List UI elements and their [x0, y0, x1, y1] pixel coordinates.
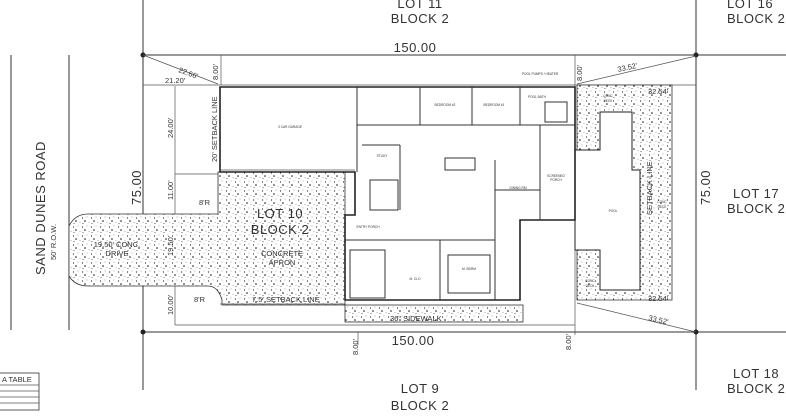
dim-apron-depth: 11.00': [166, 180, 175, 200]
room-dining: DINING RM: [510, 186, 527, 190]
dim-bottom-setback-right: 8.00': [564, 333, 573, 350]
sidewalk: [344, 304, 524, 323]
room-master-closet: M. CLO: [410, 277, 422, 281]
room-entry-porch: ENTRY PORCH: [356, 225, 380, 229]
road-row: 50' R.O.W.: [49, 224, 58, 260]
side-setback-label: 7.5' SETBACK LINE: [252, 295, 320, 304]
pool-label: POOL: [609, 209, 618, 213]
room-screened-porch: PORCH: [550, 178, 562, 182]
dim-radius-top: 8'R: [199, 198, 211, 207]
road-name: SAND DUNES ROAD: [33, 141, 48, 275]
room-garage: 3 CAR GARAGE: [278, 125, 302, 129]
dim-right-depth: 75.00: [698, 170, 713, 205]
dim-drive-width: 19.50': [166, 235, 175, 256]
house: [219, 86, 576, 301]
diagonal-se: [576, 302, 697, 333]
lot-11-block: BLOCK 2: [391, 11, 449, 26]
dim-bottom-length: 150.00: [392, 333, 435, 348]
dim-deck-se: 32.54': [648, 294, 669, 303]
area-table-title: A TABLE: [2, 375, 32, 384]
conc-deck-label: CONC: [603, 94, 613, 98]
dim-diag-se: 33.52': [648, 313, 670, 326]
area-table: A TABLE: [0, 372, 40, 411]
diagonal-ne: [576, 55, 697, 85]
dim-top-setback-right: 8.00': [575, 64, 584, 81]
room-screened-porch: SCREENED: [547, 174, 565, 178]
dim-radius-bottom: 8'R: [194, 295, 206, 304]
lot-10-block: BLOCK 2: [251, 222, 309, 237]
dim-bottom-setback-left: 8.00': [351, 338, 360, 355]
dim-deck-ne: 32.54': [648, 87, 669, 96]
drive-label: 19.50' CONC.: [94, 240, 140, 249]
rear-setback-label: SETBACK LINE: [645, 161, 654, 215]
dim-top-setback-left: 8.00': [211, 63, 220, 80]
room-pool-bath: POOL BATH: [528, 95, 547, 99]
dim-left-depth: 75.00: [129, 170, 144, 205]
lot-17-label: LOT 17: [733, 186, 779, 201]
corner-marker: [140, 329, 146, 335]
conc-deck-label: DECK: [604, 99, 614, 103]
diagonal-nw: [142, 54, 219, 85]
room-master-bedroom: M. BDRM: [462, 267, 476, 271]
lot-16-block: BLOCK 2: [727, 11, 785, 26]
conc-deck-label: DECK: [586, 284, 596, 288]
lot-18-label: LOT 18: [733, 366, 779, 381]
lot-11-label: LOT 11: [397, 0, 442, 11]
lot-9-block: BLOCK 2: [391, 398, 449, 413]
lot-17-block: BLOCK 2: [727, 201, 785, 216]
pool: [574, 111, 641, 291]
dim-side-offset: 10.00': [166, 294, 175, 315]
conc-deck-label: CONC: [657, 200, 667, 204]
apron-label: CONCRETE: [261, 249, 303, 258]
dim-nw-offset: 21.20': [165, 76, 186, 85]
conc-deck-label: DECK: [658, 205, 668, 209]
front-setback-label: 20' SETBACK LINE: [210, 96, 219, 162]
drive-label: DRIVE: [106, 249, 129, 258]
dim-diag-ne: 33.52': [617, 61, 639, 74]
lot-9-label: LOT 9: [401, 381, 439, 396]
room-study: STUDY: [377, 154, 389, 158]
lot-10-label: LOT 10: [257, 206, 303, 221]
room-bedroom-2: BEDROOM #2: [435, 103, 456, 107]
room-bedroom-1: BEDROOM #1: [484, 103, 505, 107]
dim-garage-depth: 24.00': [166, 117, 175, 138]
concrete-drive-apron: [68, 171, 346, 306]
dim-top-length: 150.00: [394, 40, 437, 55]
lot-18-block: BLOCK 2: [727, 381, 785, 396]
lot-16-label: LOT 16: [727, 0, 773, 11]
pool-equipment-label: POOL PUMPS / HEATER: [522, 72, 559, 76]
apron-label: APRON: [269, 258, 296, 267]
sidewalk-label: 36" SIDEWALK: [390, 314, 442, 323]
conc-deck-label: CONC: [585, 279, 595, 283]
